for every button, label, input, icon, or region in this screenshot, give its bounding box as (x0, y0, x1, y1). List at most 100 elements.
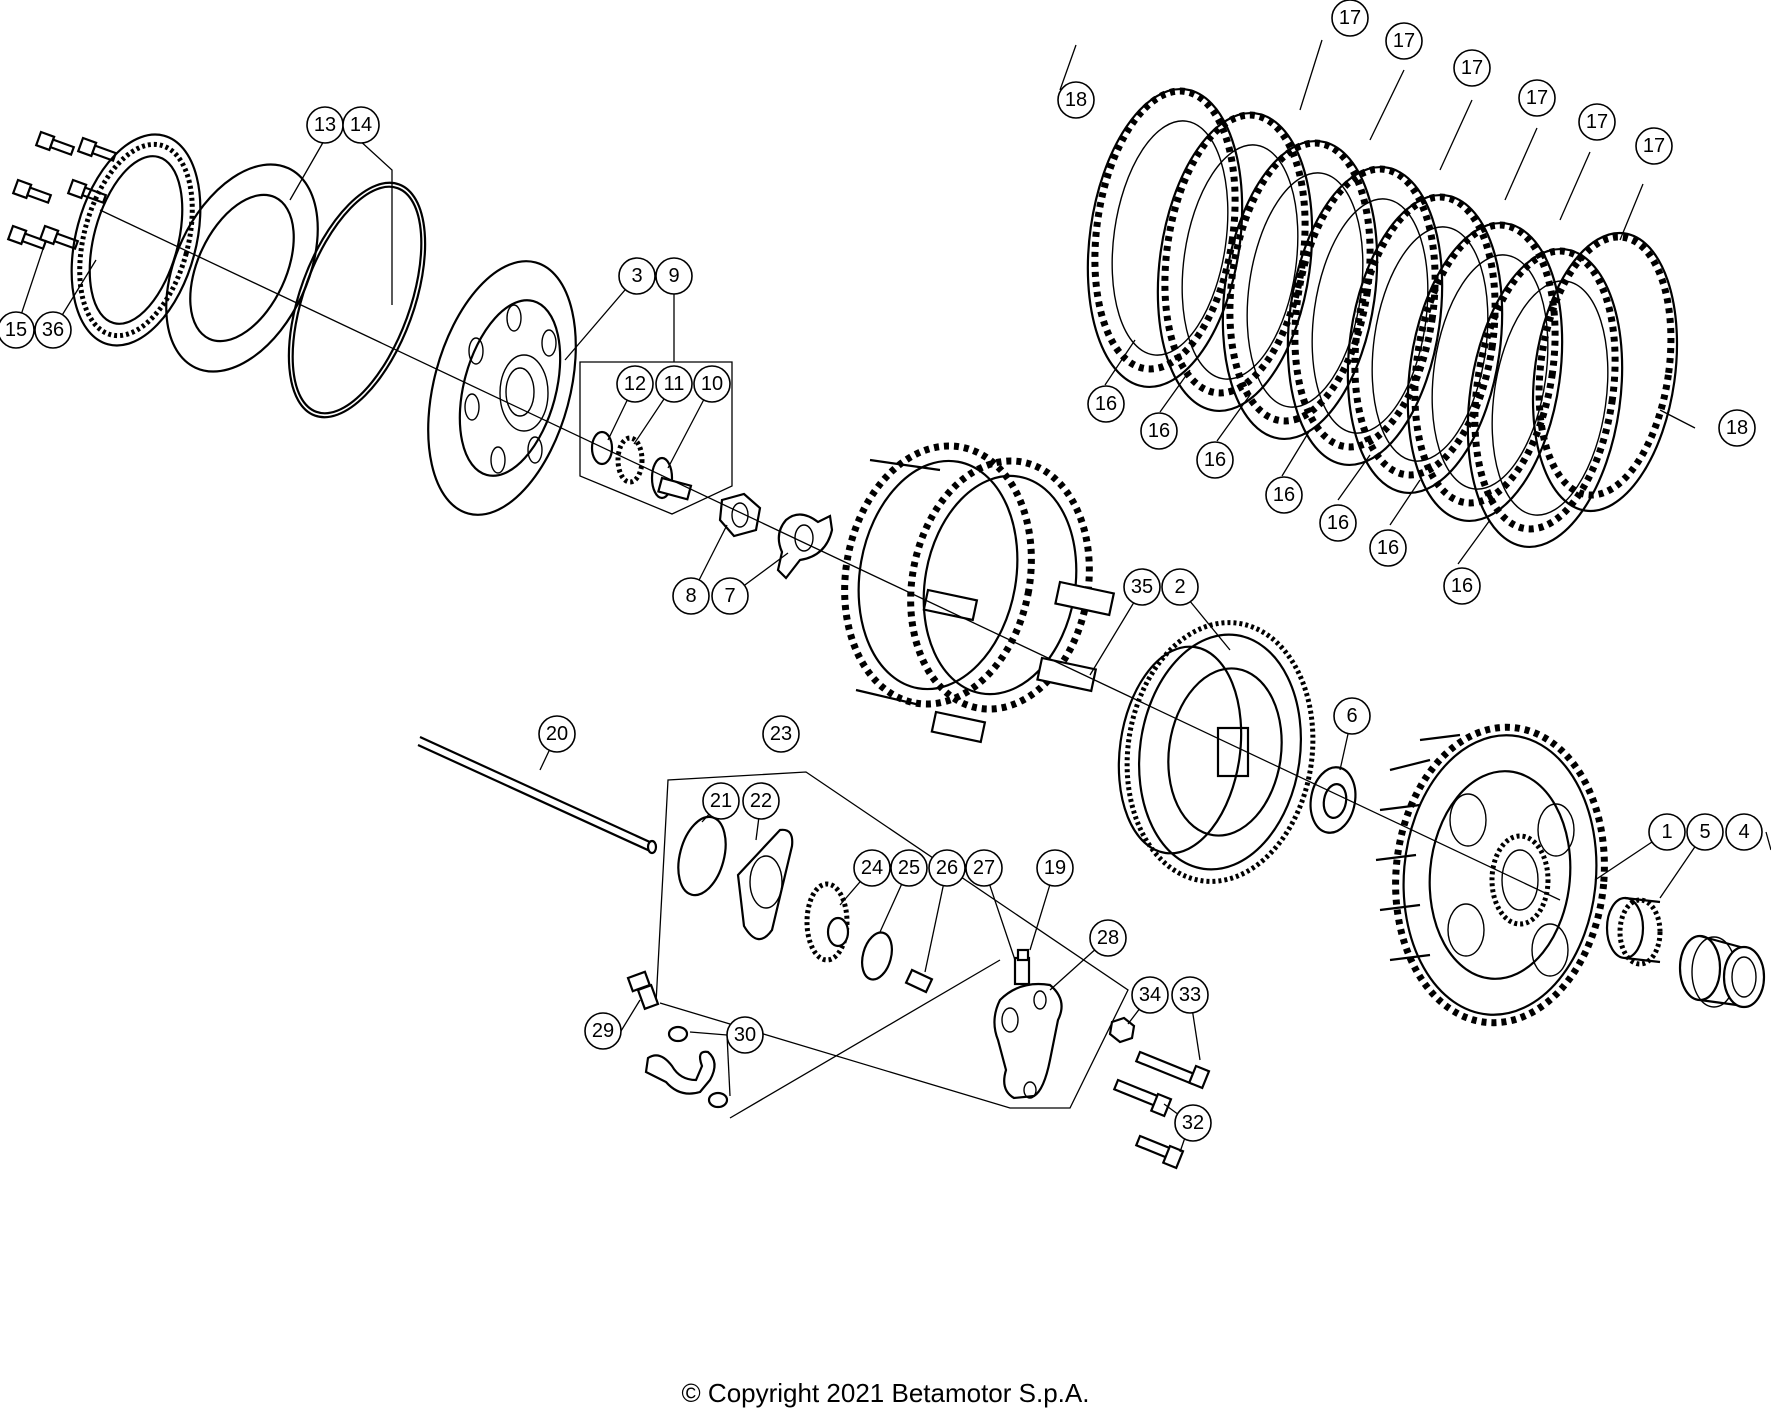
callout-label: 5 (1699, 821, 1710, 843)
callout-label: 17 (1393, 30, 1415, 52)
callout-label: 16 (1451, 575, 1473, 597)
callout-7: 7 (711, 577, 749, 615)
callout-label: 27 (973, 857, 995, 879)
callout-16-f: 16 (1369, 529, 1407, 567)
callout-12: 12 (616, 365, 654, 403)
washer-13 (165, 163, 319, 373)
clutch-hub-2 (1117, 620, 1316, 884)
callout-2: 2 (1161, 568, 1199, 606)
callout-label: 9 (668, 265, 679, 287)
callout-22: 22 (742, 782, 780, 820)
fluid-line-axis (729, 959, 1001, 1119)
callout-35: 35 (1123, 568, 1161, 606)
bolts-32 (1112, 1078, 1185, 1170)
callout-18-top: 18 (1057, 81, 1095, 119)
callout-21: 21 (702, 782, 740, 820)
callout-label: 34 (1139, 984, 1161, 1006)
callout-label: 20 (546, 723, 568, 745)
gasket-22 (736, 828, 794, 941)
callout-label: 17 (1461, 57, 1483, 79)
callout-16-a: 16 (1087, 385, 1125, 423)
spring-26 (904, 968, 934, 994)
callout-17-a: 17 (1331, 0, 1369, 37)
push-rod-20 (417, 735, 658, 855)
callout-label: 21 (710, 790, 732, 812)
callout-label: 36 (42, 319, 64, 341)
leader-lines (15, 39, 1771, 1153)
callout-3: 3 (618, 257, 656, 295)
copyright-notice: © Copyright 2021 Betamotor S.p.A. (681, 1378, 1090, 1408)
callout-label: 17 (1339, 7, 1361, 29)
callout-17-c: 17 (1453, 49, 1491, 87)
callout-label: 22 (750, 790, 772, 812)
callout-28: 28 (1089, 919, 1127, 957)
bolt-33 (1134, 1050, 1211, 1090)
callout-label: 24 (861, 857, 883, 879)
callout-label: 6 (1346, 705, 1357, 727)
callout-27: 27 (965, 849, 1003, 887)
callout-16-d: 16 (1265, 476, 1303, 514)
callout-label: 10 (701, 373, 723, 395)
callout-label: 2 (1174, 576, 1185, 598)
callout-label: 18 (1065, 89, 1087, 111)
o-ring-21 (677, 815, 727, 897)
callout-26: 26 (928, 849, 966, 887)
callout-label: 29 (592, 1020, 614, 1042)
callout-label: 16 (1273, 484, 1295, 506)
callout-label: 33 (1179, 984, 1201, 1006)
callout-label: 1 (1661, 821, 1672, 843)
bleeder-19-27 (1013, 948, 1031, 986)
callout-17-d: 17 (1518, 79, 1556, 117)
nut-8 (718, 492, 762, 538)
o-ring-14 (287, 181, 427, 419)
callout-6: 6 (1333, 697, 1371, 735)
slave-cylinder-body-28 (993, 982, 1063, 1100)
callout-label: 8 (685, 585, 696, 607)
assembly-axis (99, 209, 1561, 901)
callout-label: 32 (1182, 1112, 1204, 1134)
callout-label: 17 (1643, 135, 1665, 157)
callout-label: 18 (1726, 417, 1748, 439)
callout-16-e: 16 (1319, 504, 1357, 542)
callout-label: 3 (631, 265, 642, 287)
bolts-15 (6, 130, 118, 251)
callout-label: 25 (898, 857, 920, 879)
needle-bearing-5 (1605, 896, 1663, 967)
piston-24 (804, 881, 850, 963)
callout-19: 19 (1036, 849, 1074, 887)
belleville-spring-36 (70, 133, 202, 347)
callout-label: 19 (1044, 857, 1066, 879)
callout-33: 33 (1171, 976, 1209, 1014)
callout-14: 14 (342, 106, 380, 144)
lock-washer-7 (776, 513, 834, 580)
callout-18-right: 18 (1718, 409, 1756, 447)
callout-label: 17 (1586, 111, 1608, 133)
studs-35 (922, 580, 1116, 744)
callout-label: 28 (1097, 927, 1119, 949)
callout-17-e: 17 (1578, 103, 1616, 141)
callout-17-b: 17 (1385, 22, 1423, 60)
callout-13: 13 (306, 106, 344, 144)
callout-16-g: 16 (1443, 567, 1481, 605)
callout-label: 16 (1148, 420, 1170, 442)
callout-1: 1 (1648, 813, 1686, 851)
callout-5: 5 (1686, 813, 1724, 851)
callout-10: 10 (693, 365, 731, 403)
callout-36: 36 (34, 311, 72, 349)
callout-label: 16 (1095, 393, 1117, 415)
callout-label: 12 (624, 373, 646, 395)
callout-34: 34 (1131, 976, 1169, 1014)
callout-label: 7 (724, 585, 735, 607)
callout-label: 13 (314, 114, 336, 136)
callout-20: 20 (538, 715, 576, 753)
callout-label: 11 (664, 373, 685, 395)
callout-label: 16 (1204, 449, 1226, 471)
callout-11: 11 (655, 365, 693, 403)
callout-label: 17 (1526, 87, 1548, 109)
callout-label: 35 (1131, 576, 1153, 598)
callout-29: 29 (584, 1012, 622, 1050)
callout-label: 4 (1738, 821, 1749, 843)
callout-9: 9 (655, 257, 693, 295)
washers-30 (644, 1025, 729, 1109)
